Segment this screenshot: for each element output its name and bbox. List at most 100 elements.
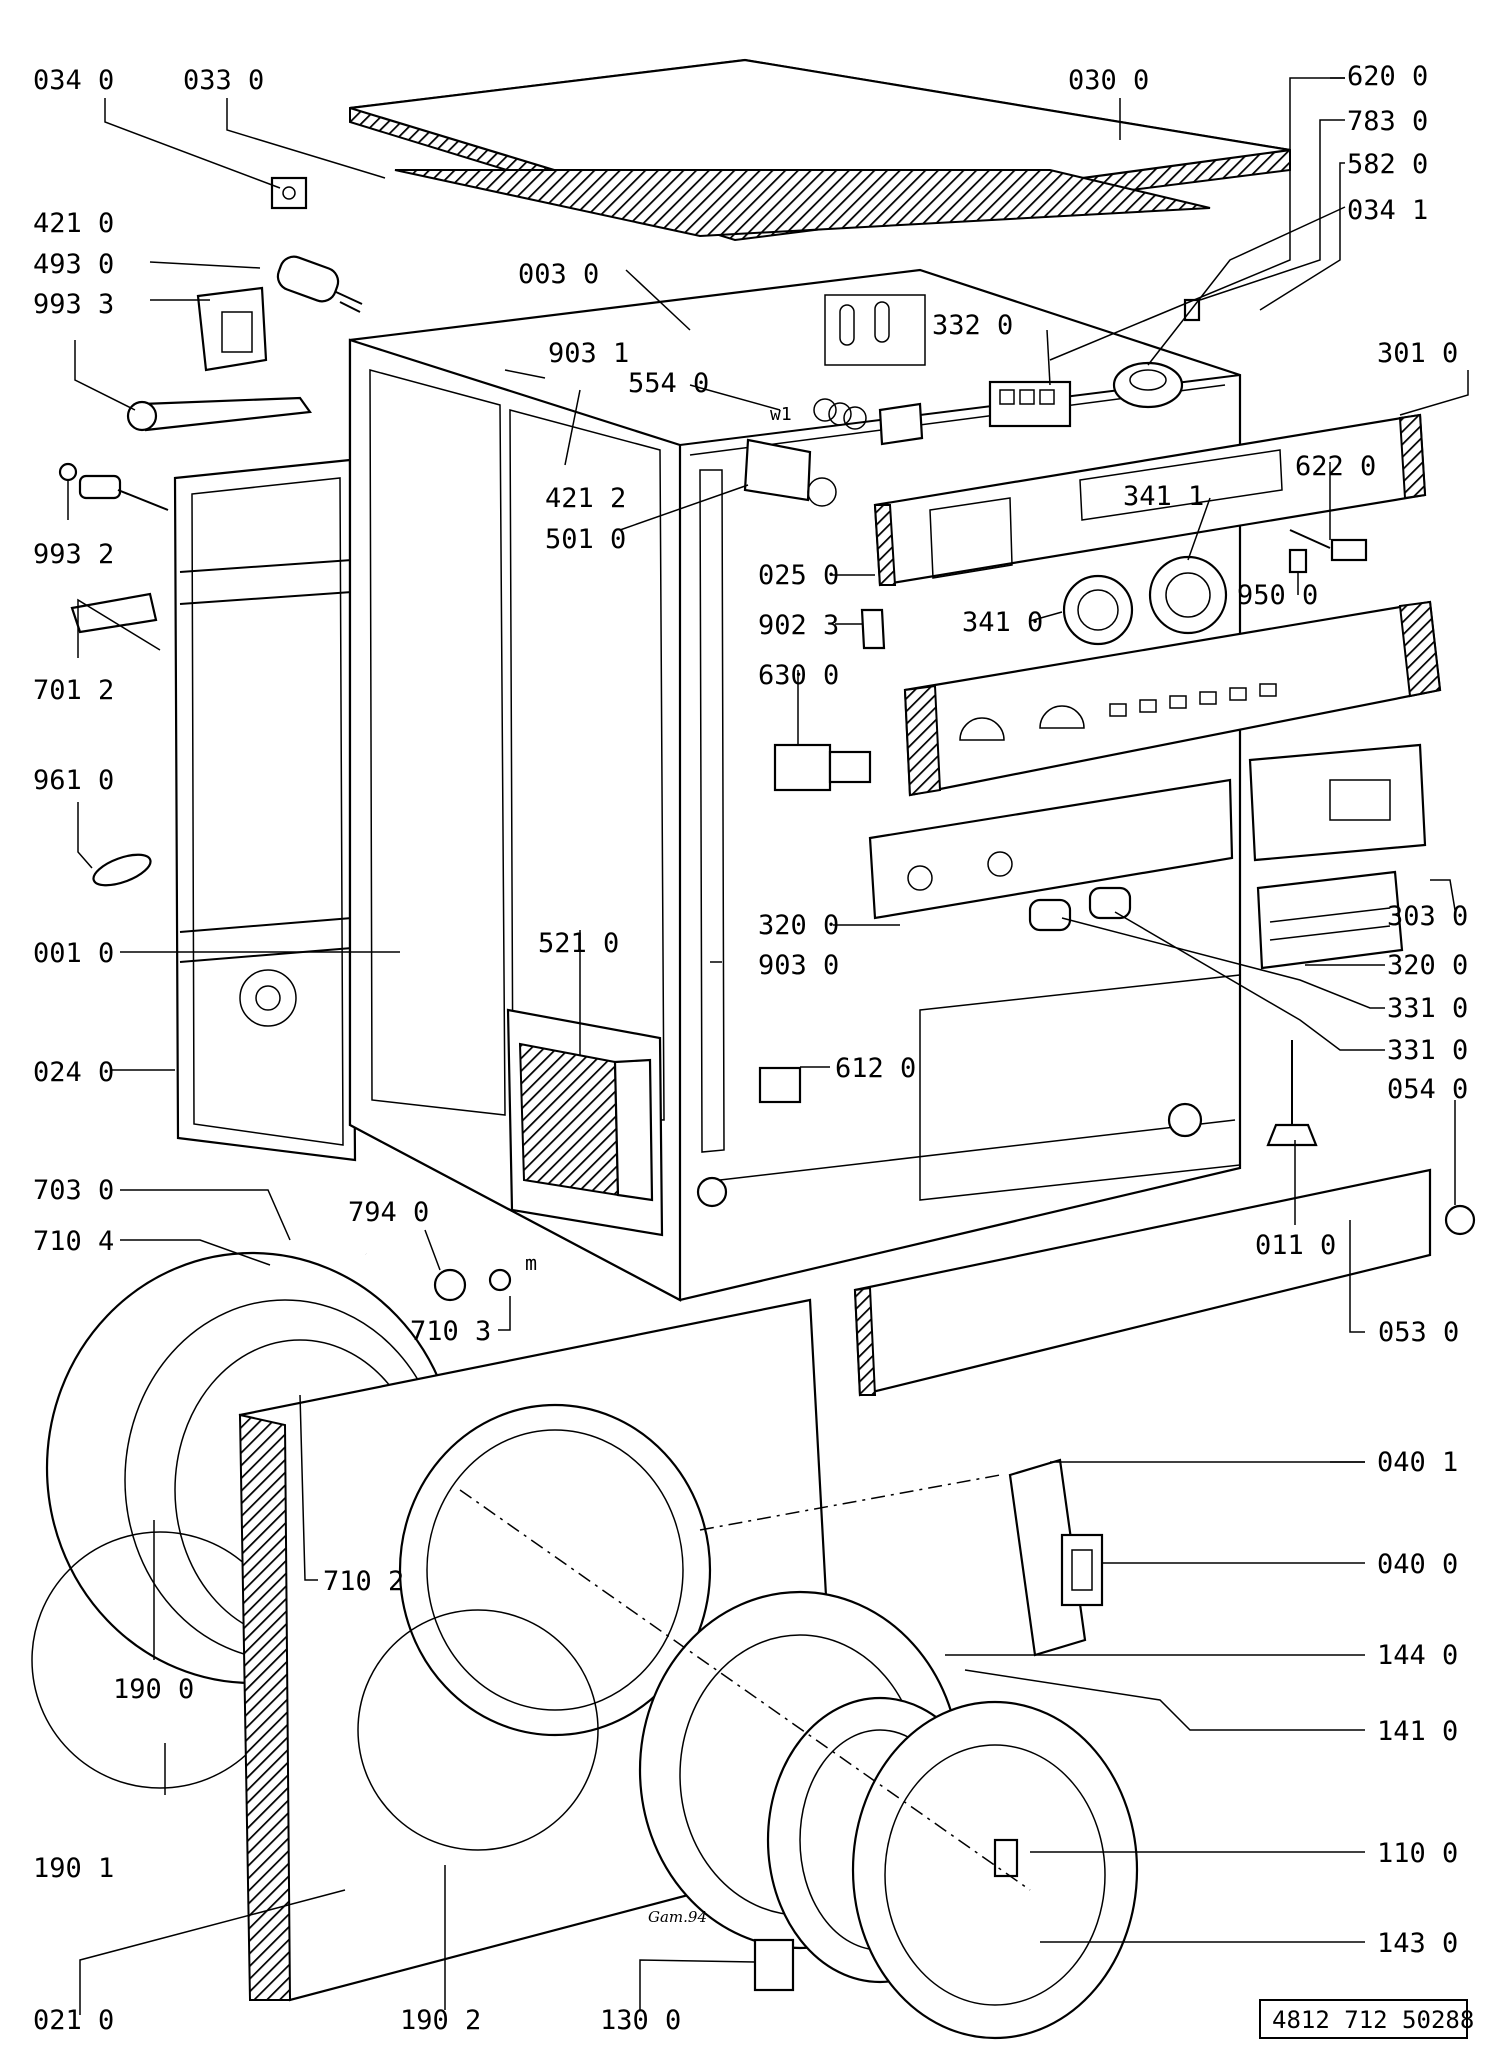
clip-part [860,608,886,650]
label-040-1: 040 1 [1377,1447,1458,1478]
filter-capacitor-part [276,255,363,313]
knob-panel-part [868,778,1234,920]
label-054-0: 054 0 [1387,1074,1468,1105]
label-903-1: 903 1 [548,338,629,369]
label-025-0: 025 0 [758,560,839,591]
label-620-0: 620 0 [1347,61,1428,92]
label-024-0: 024 0 [33,1057,114,1088]
label-144-0: 144 0 [1377,1640,1458,1671]
door-seal-circle-part [357,1609,599,1851]
label-332-0: 332 0 [932,310,1013,341]
selector-dial-part [1148,555,1228,635]
label-501-0: 501 0 [545,524,626,555]
label-421-2: 421 2 [545,483,626,514]
label-w1: w1 [770,404,792,425]
label-612-0: 612 0 [835,1053,916,1084]
label-701-2: 701 2 [33,675,114,706]
motor-part [1112,361,1184,409]
label-m: m [525,1251,537,1275]
ring-part [92,853,152,887]
adjustable-foot-part [1266,1040,1318,1147]
label-033-0: 033 0 [183,65,264,96]
knob-part [1028,886,1132,932]
indicator-lamp-part [1289,529,1368,562]
foot-cap-part [1444,1204,1476,1236]
label-794-0: 794 0 [348,1197,429,1228]
label-710-4: 710 4 [33,1226,114,1257]
label-710-3: 710 3 [410,1316,491,1347]
door-catch-part [753,1938,795,1992]
label-190-1: 190 1 [33,1853,114,1884]
spacer-part [1288,548,1308,574]
label-301-0: 301 0 [1377,338,1458,369]
label-582-0: 582 0 [1347,149,1428,180]
label-303-0: 303 0 [1387,901,1468,932]
electronic-module-part [506,1008,664,1237]
label-950-0: 950 0 [1237,580,1318,611]
detergent-drawer-part [1248,743,1427,862]
part-labels: 034 0 033 0 030 0 620 0 783 0 582 0 034 … [33,61,1468,2036]
label-331-0-a: 331 0 [1387,993,1468,1024]
label-034-0: 034 0 [33,65,114,96]
door-outer-ring-part [851,1700,1139,2040]
plinth-part [853,1168,1432,1397]
label-341-1: 341 1 [1123,481,1204,512]
label-710-2: 710 2 [323,1566,404,1597]
drawing-signature: Gam.94 [648,1908,707,1926]
label-003-0: 003 0 [518,259,599,290]
label-110-0: 110 0 [1377,1838,1458,1869]
label-331-0-b: 331 0 [1387,1035,1468,1066]
hinge-clip-part [70,592,158,634]
label-053-0: 053 0 [1378,1317,1459,1348]
hinge-bolt-part [433,1268,512,1302]
label-320-0-plate: 320 0 [1387,950,1468,981]
programme-dial-part [1062,574,1134,646]
label-011-0: 011 0 [1255,1230,1336,1261]
rating-plate-part [1256,870,1404,970]
wrench-part [126,396,312,432]
label-034-1: 034 1 [1347,195,1428,226]
label-493-0: 493 0 [33,249,114,280]
suppressor-part [743,438,837,507]
label-630-0: 630 0 [758,660,839,691]
label-021-0: 021 0 [33,2005,114,2036]
label-903-0: 903 0 [758,950,839,981]
bracket-part [270,176,308,210]
label-001-0: 001 0 [33,938,114,969]
relay-part [758,1066,802,1104]
terminal-strip-part [988,380,1072,428]
label-030-0: 030 0 [1068,65,1149,96]
label-320-0-panel: 320 0 [758,910,839,941]
connector-block-part [878,402,924,446]
label-703-0: 703 0 [33,1175,114,1206]
drawing-number-box [1259,1999,1468,2039]
bolt-part [58,462,169,511]
label-421-0: 421 0 [33,208,114,239]
label-040-0: 040 0 [1377,1549,1458,1580]
socket-part [196,286,268,372]
fascia-panel-part [903,600,1442,797]
door-lock-part [1008,1458,1104,1657]
label-130-0: 130 0 [600,2005,681,2036]
label-141-0: 141 0 [1377,1716,1458,1747]
label-341-0: 341 0 [962,607,1043,638]
label-902-3: 902 3 [758,610,839,641]
leader-lines [67,77,1469,2015]
pressure-switch-part [773,743,872,792]
label-190-2: 190 2 [400,2005,481,2036]
spring-coil-part [813,398,867,430]
label-521-0: 521 0 [538,928,619,959]
label-190-0: 190 0 [113,1674,194,1705]
drawing-number: 4812 712 50288 [1272,2006,1474,2034]
rear-panel-part [173,458,357,1162]
label-554-0: 554 0 [628,368,709,399]
label-143-0: 143 0 [1377,1928,1458,1959]
label-961-0: 961 0 [33,765,114,796]
insulation-mat-part [394,169,1211,238]
assembly-axis-line [459,1489,1031,1891]
label-993-2: 993 2 [33,539,114,570]
lock-axis-line [699,1474,1001,1531]
label-622-0: 622 0 [1295,451,1376,482]
label-993-3: 993 3 [33,289,114,320]
